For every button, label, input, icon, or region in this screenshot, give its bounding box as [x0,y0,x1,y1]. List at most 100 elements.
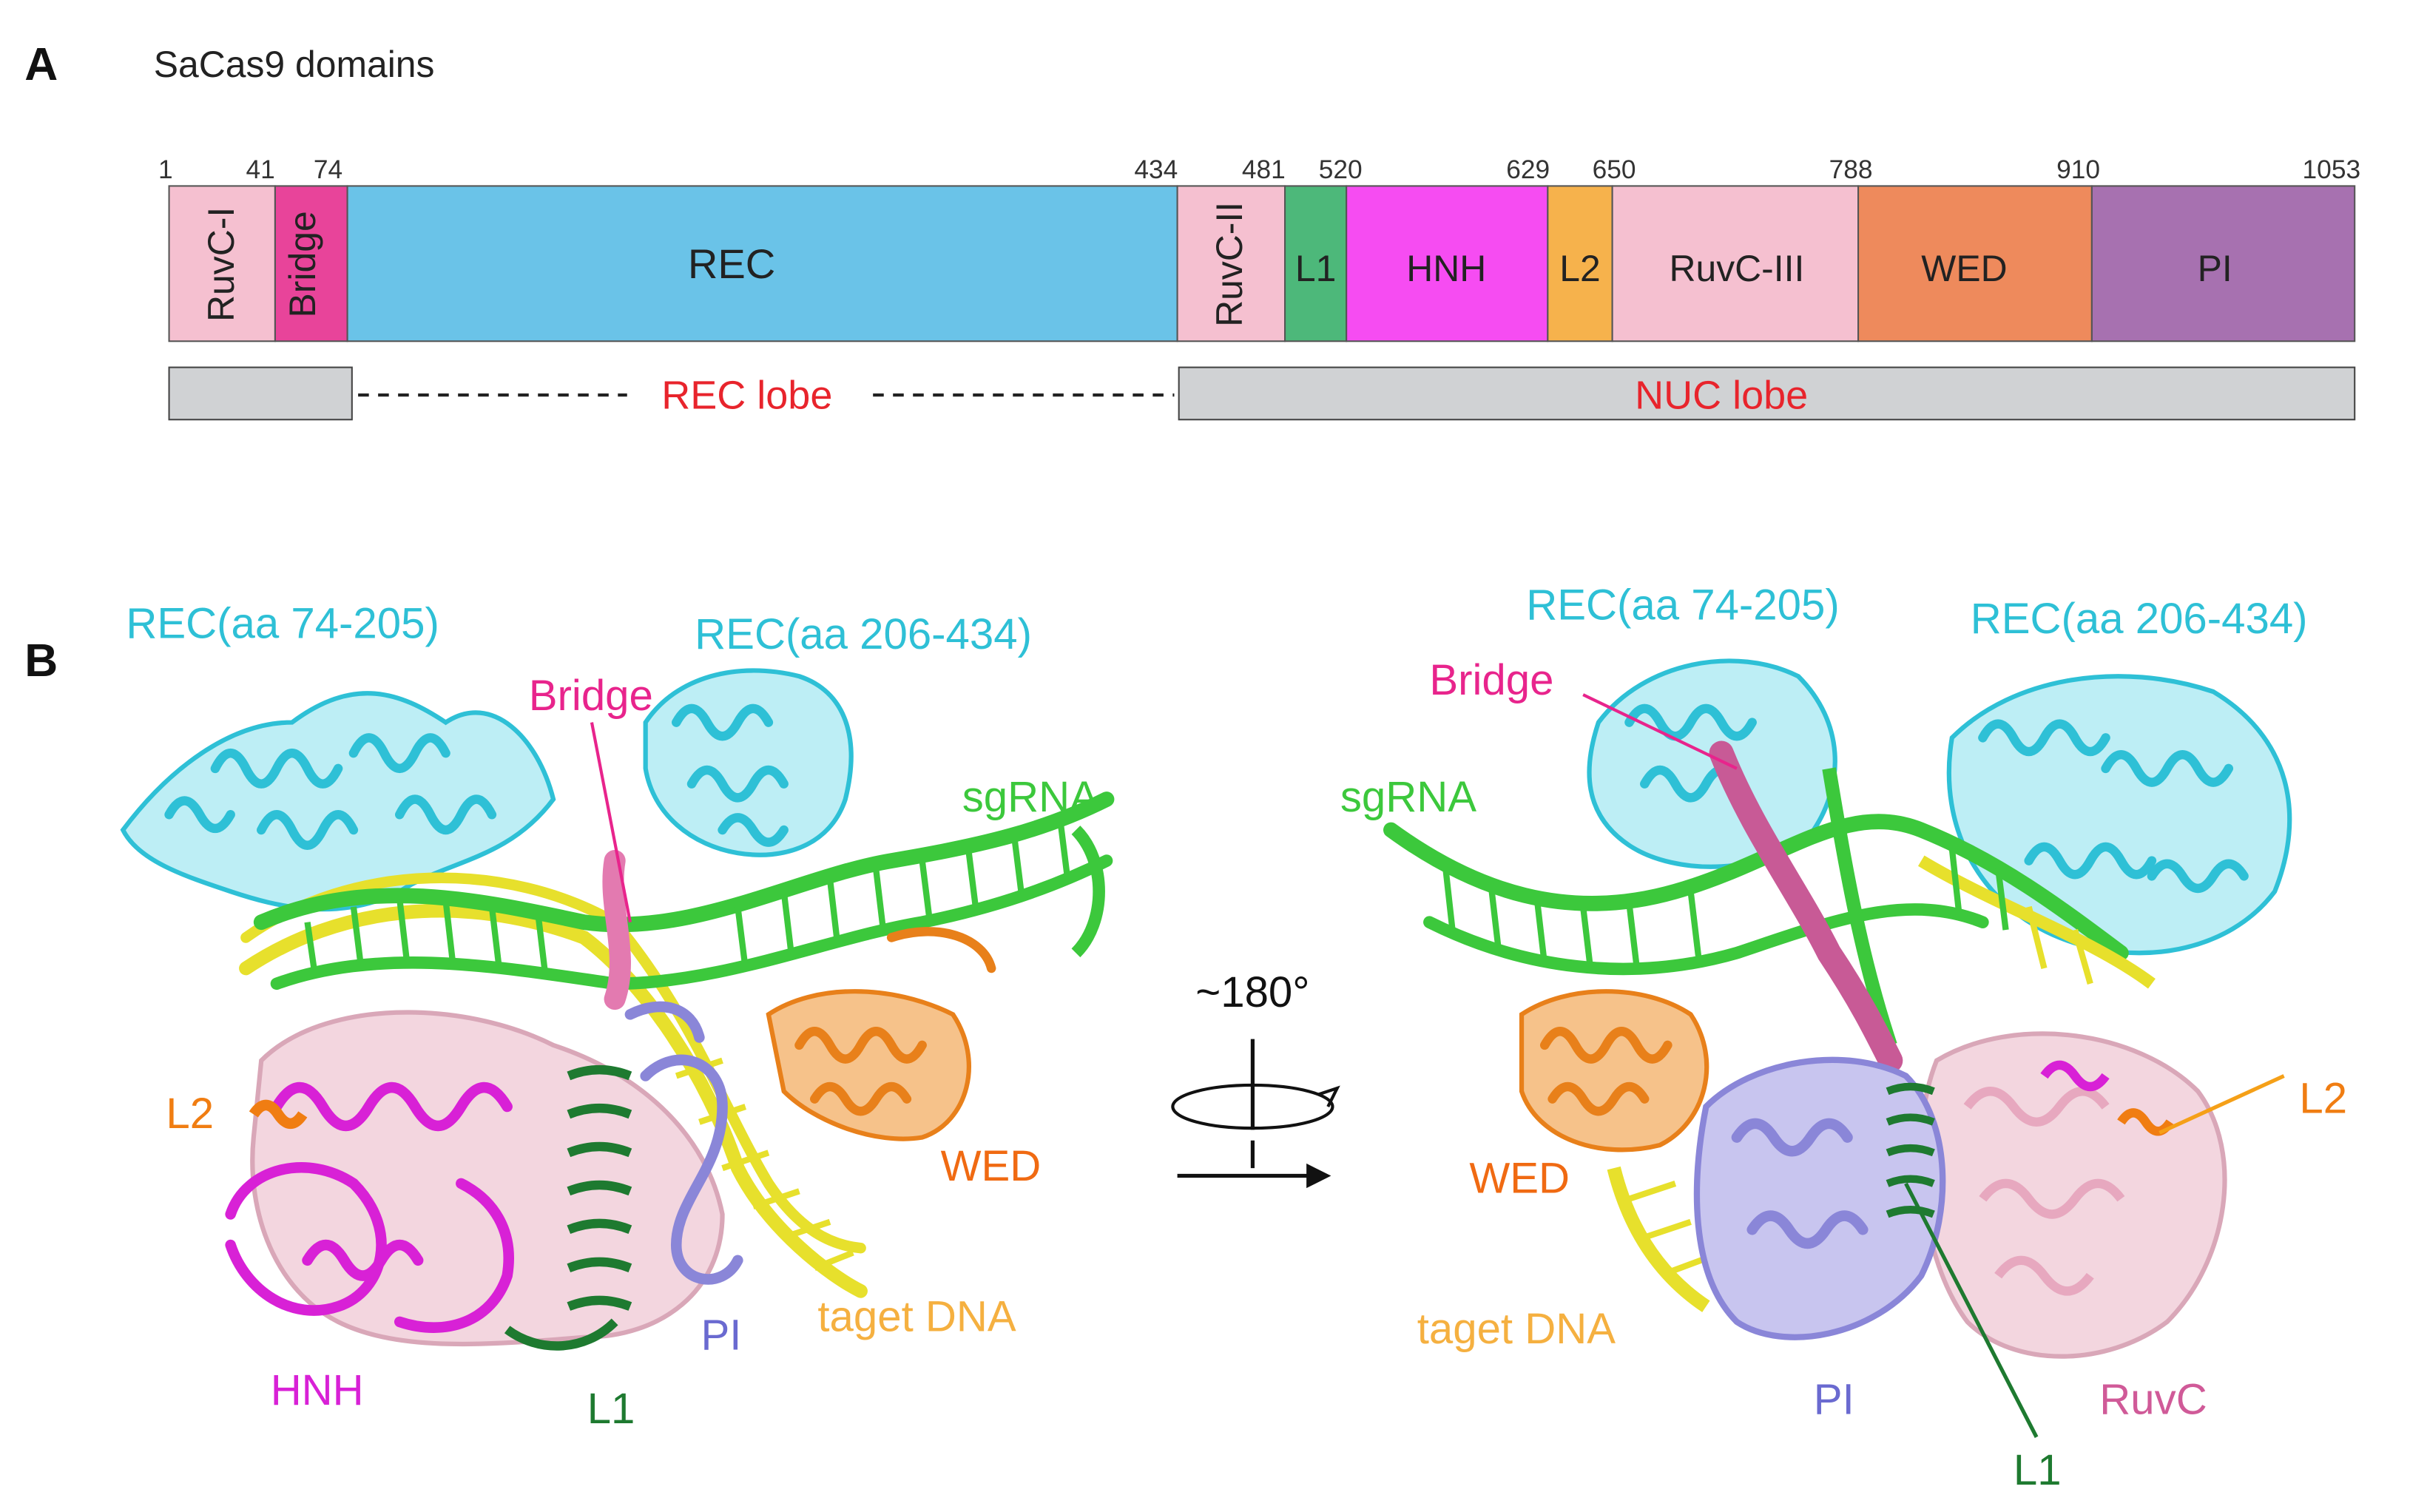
domain-ruvc3 [1611,185,1860,342]
left-bridge-pointer [590,722,632,923]
right-label-bridge: Bridge [1429,656,1553,704]
left-label-l2: L2 [166,1090,214,1138]
left-labels: REC(aa 74-205) REC(aa 206-434) Bridge sg… [126,599,1098,1433]
left-dna-backbone [239,903,868,1298]
domain-bridge [274,185,348,342]
left-label-wed: WED [941,1142,1042,1190]
left-label-l1: L1 [587,1385,635,1433]
domain-hnh [1346,185,1549,342]
left-sgrna-backbone-2 [270,854,1113,990]
right-l2-pointer [2158,1074,2285,1135]
right-label-sgrna: sgRNA [1340,773,1476,821]
tick-label: 629 [1506,155,1550,184]
left-label-hnh: HNH [271,1366,364,1414]
tick-label: 520 [1319,155,1363,184]
rotation-label: ~180° [1195,968,1309,1016]
left-rec-1-ribbon [120,691,556,912]
right-label-ruvc: RuvC [2099,1376,2207,1424]
left-label-rec2: REC(aa 206-434) [695,610,1032,658]
direction-arrowhead [1306,1163,1331,1189]
domain-label-ruvc3: RuvC-III [1669,248,1804,289]
tick-label: 41 [246,155,274,184]
left-l1-helix [504,1064,632,1351]
domain-label-ruvc2: RuvC-II [1209,202,1250,327]
domain-wed [1857,185,2093,342]
right-bridge-helix [1709,740,1903,1073]
rotation-indicator: ~180° [1171,968,1340,1189]
right-labels: REC(aa 74-205) REC(aa 206-434) Bridge sg… [1340,581,2347,1494]
left-label-dna: taget DNA [817,1292,1016,1340]
right-l1-helix [1886,1082,1935,1218]
panel-a-letter: A [24,39,58,90]
right-label-l2: L2 [2299,1074,2347,1122]
lobe-bars: REC lobe NUC lobe [168,366,2356,421]
right-hnh-ribbon [2040,1060,2110,1092]
domain-rec [346,185,1178,342]
right-label-wed: WED [1469,1154,1570,1202]
nuc-lobe-bar [1178,366,2356,421]
left-label-pi: PI [701,1311,741,1359]
left-label-rec1: REC(aa 74-205) [126,599,439,647]
tick-label: 788 [1829,155,1873,184]
left-structure [120,668,1115,1351]
rotation-ellipse [1171,1083,1334,1130]
domain-bar [168,185,2356,342]
right-l1-pointer [1904,1182,2039,1438]
domain-ruvc2 [1176,185,1286,342]
right-label-pi: PI [1814,1376,1854,1424]
right-bridge-pointer [1582,693,1738,770]
right-rec-1-ribbon [1587,658,1837,869]
tick-label: 910 [2056,155,2100,184]
domain-label-hnh: HNH [1406,248,1486,289]
domain-label-l2: L2 [1559,248,1600,289]
tick-label: 1053 [2303,155,2361,184]
residue-ticks: 1 41 74 434 481 520 629 650 788 910 1053 [158,155,2360,184]
right-label-rec1: REC(aa 74-205) [1526,581,1839,629]
left-label-sgrna: sgRNA [962,773,1098,821]
right-sgrna-backbone-2 [1423,903,1989,976]
rotation-arrowhead [1318,1085,1340,1107]
left-sgrna-backbone [253,792,1115,933]
tick-label: 434 [1134,155,1178,184]
domain-ruvc1 [168,185,276,342]
left-label-bridge: Bridge [529,672,653,720]
tick-label: 650 [1593,155,1636,184]
left-hnh-ribbon [225,1081,514,1333]
domain-l2 [1547,185,1613,342]
left-pi-ribbon [624,1001,743,1285]
right-sgrna-stem [1822,767,1897,1047]
domain-label-wed: WED [1921,248,2007,289]
domain-pi [2090,185,2356,342]
domain-label-bridge: Bridge [282,211,323,317]
tick-label: 1 [158,155,173,184]
domain-label-rec: REC [688,240,775,287]
panel-b-letter: B [24,635,58,686]
domain-label-pi: PI [2198,248,2232,289]
right-label-l1: L1 [2014,1446,2062,1494]
right-ruvc-ribbon [1963,1087,2125,1296]
rec-lobe-bar-part [168,366,353,421]
domain-l1 [1284,185,1348,342]
right-wed-ribbon [1519,989,1709,1152]
right-rec-2-ribbon [1946,674,2292,956]
left-nucleic-acid [239,792,1115,1298]
right-pi-ribbon [1693,1056,1946,1340]
right-label-dna: taget DNA [1417,1305,1616,1353]
left-bridge-helix [602,850,631,1010]
left-rec-2-ribbon [643,668,854,857]
rec-lobe-label: REC lobe [661,374,832,418]
panel-a-title: SaCas9 domains [154,44,435,85]
domain-label-ruvc1: RuvC-I [200,207,242,322]
left-ruvc-body [250,1010,725,1347]
right-structure [1383,658,2292,1438]
domain-labels: RuvC-I Bridge REC RuvC-II L1 HNH L2 RuvC… [200,202,2232,327]
right-sgrna-backbone [1383,814,2129,961]
nuc-lobe-label: NUC lobe [1635,374,1808,418]
left-wed-ribbon [766,927,996,1141]
left-dna-backbone-2 [240,872,866,1254]
right-nucleic-acid [1383,767,2156,1312]
right-dna-lower [1607,1166,1710,1312]
domain-label-l1: L1 [1295,248,1336,289]
tick-label: 74 [314,155,342,184]
